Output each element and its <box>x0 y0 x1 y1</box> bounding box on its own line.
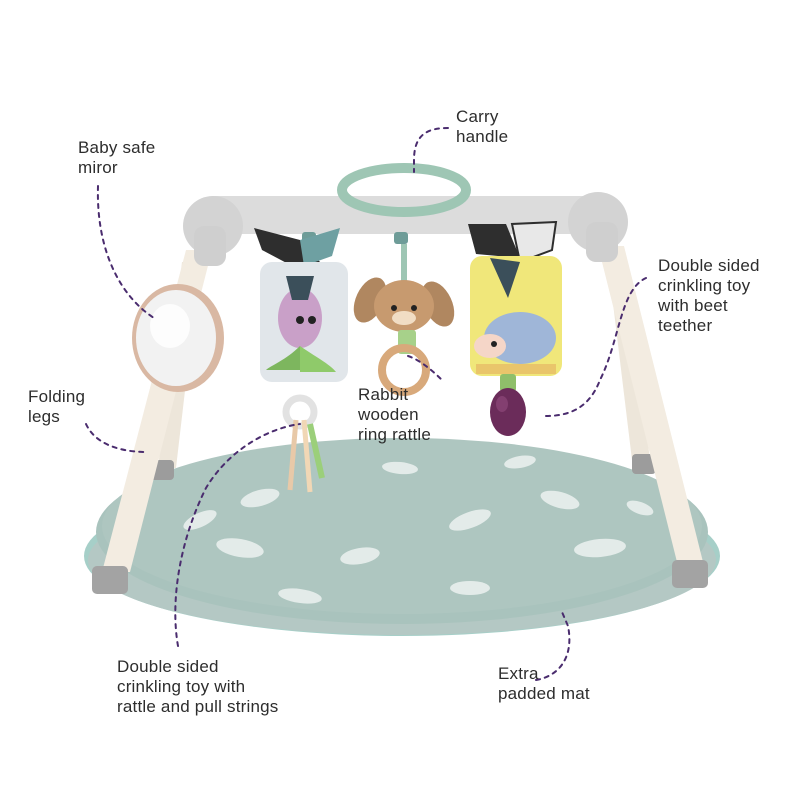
mirror <box>132 284 224 392</box>
callout-rabbit-rattle: Rabbit wooden ring rattle <box>358 385 432 444</box>
callout-mirror: Baby safe miror <box>78 138 156 177</box>
callout-padded-mat: Extra padded mat <box>498 664 590 703</box>
tulip-crinkle-toy <box>254 228 348 493</box>
callout-folding-legs: Folding legs <box>28 387 86 426</box>
callout-line-crinkle-right <box>545 277 647 417</box>
carry-handle <box>337 163 471 217</box>
callout-line-mirror <box>96 185 155 319</box>
callout-lines <box>85 127 647 681</box>
callout-crinkle-toy-bottom: Double sided crinkling toy with rattle a… <box>117 657 279 716</box>
hedgehog-crinkle-toy <box>468 220 562 392</box>
rabbit-rattle <box>353 244 455 396</box>
padded-mat <box>84 438 720 636</box>
callout-line-legs <box>85 423 147 453</box>
callout-line-handle <box>413 127 449 173</box>
callout-line-crinkle-bottom <box>174 423 301 647</box>
callout-line-mat <box>535 611 571 681</box>
callout-carry-handle: Carry handle <box>456 107 509 146</box>
beet-teether <box>490 388 526 436</box>
callout-crinkle-toy-right: Double sided crinkling toy with beet tee… <box>658 256 760 335</box>
callout-line-rabbit <box>407 355 445 383</box>
